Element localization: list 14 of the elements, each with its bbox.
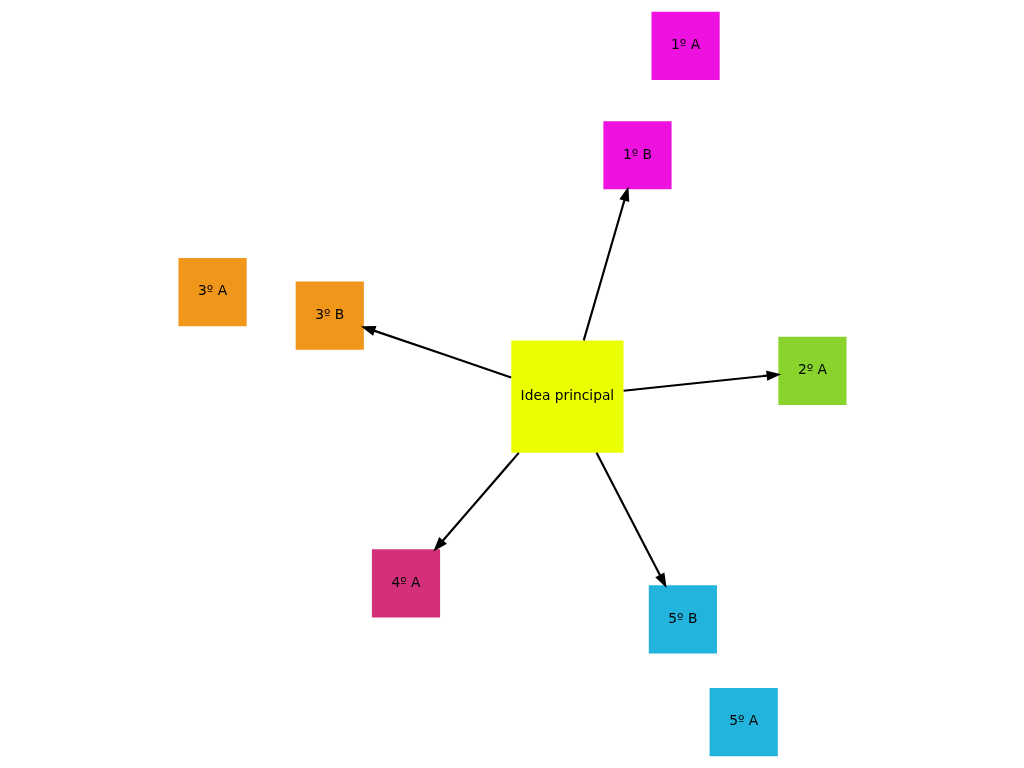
node-box: 1º B [602, 121, 672, 190]
node-box: 3º B [295, 281, 364, 350]
node-box: 5º B [648, 585, 717, 654]
arrow [623, 370, 781, 392]
node-box: Idea principal [510, 340, 623, 453]
arrow [432, 452, 520, 552]
arrow [582, 186, 629, 341]
arrow [360, 326, 511, 379]
arrow [595, 452, 667, 589]
node-box: 2º A [777, 336, 847, 405]
node-box: 5º A [709, 688, 778, 757]
node-box: 1º A [651, 11, 720, 80]
node-box: 4º A [371, 549, 440, 618]
node-box: 3º A [177, 258, 247, 327]
